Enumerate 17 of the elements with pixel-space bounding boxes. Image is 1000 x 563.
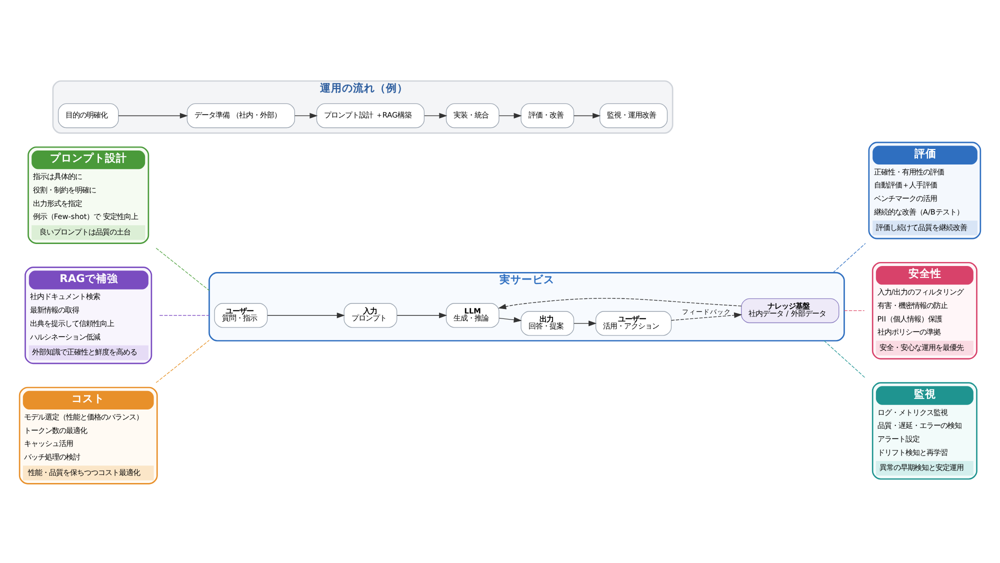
connector (159, 314, 210, 316)
arrow (574, 320, 597, 326)
arrow (671, 312, 742, 320)
arrow (267, 312, 345, 318)
arrow (294, 112, 318, 118)
connector (156, 339, 210, 382)
arrow (118, 112, 188, 118)
arrow (396, 312, 448, 318)
arrow (574, 112, 601, 118)
connector (832, 242, 866, 272)
connector (824, 340, 866, 378)
arrow (424, 112, 448, 118)
arrow (498, 112, 522, 118)
connector (844, 310, 865, 311)
connector (156, 247, 210, 290)
arrow (498, 316, 522, 322)
arrow (498, 297, 742, 309)
